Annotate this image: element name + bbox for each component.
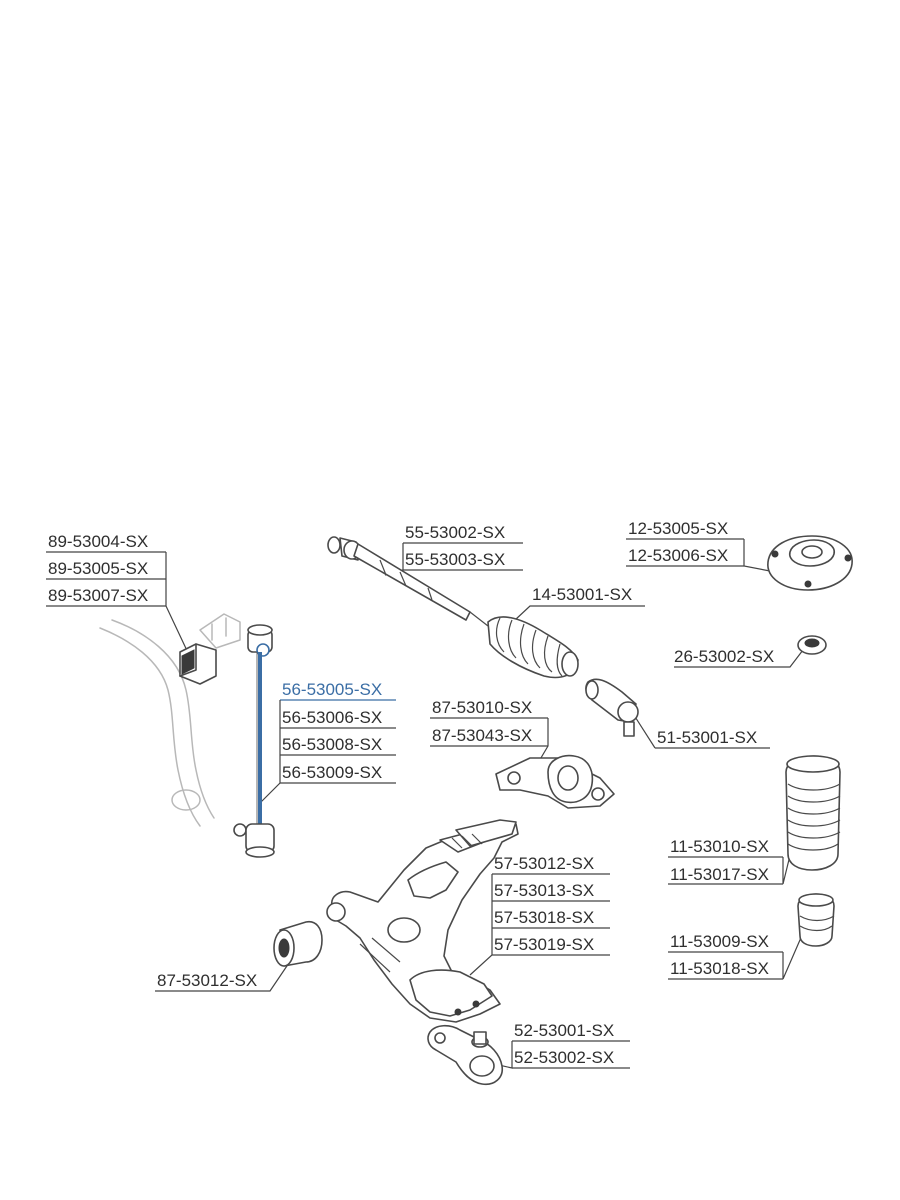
label-14-53001: 14-53001-SX xyxy=(532,585,632,604)
label-89-53005: 89-53005-SX xyxy=(48,559,148,578)
leader-lines xyxy=(46,538,804,1069)
inner-tie-rod xyxy=(327,536,489,627)
label-26-53002: 26-53002-SX xyxy=(674,647,774,666)
label-11-53017: 11-53017-SX xyxy=(670,865,769,884)
small-bump-stop xyxy=(797,893,835,947)
arm-rear-bushing-bracket xyxy=(495,754,615,809)
label-87-53010: 87-53010-SX xyxy=(432,698,532,717)
part-number-labels: 89-53004-SX 89-53005-SX 89-53007-SX 55-5… xyxy=(48,519,774,1067)
stabilizer-bar-ghost xyxy=(99,613,241,827)
label-87-53043: 87-53043-SX xyxy=(432,726,532,745)
tie-rod-end xyxy=(585,678,639,737)
label-89-53004: 89-53004-SX xyxy=(48,532,148,551)
arm-front-bushing xyxy=(273,920,323,967)
label-87-53012: 87-53012-SX xyxy=(157,971,257,990)
strut-top-mount xyxy=(767,535,853,591)
strut-bearing xyxy=(797,635,827,655)
label-56-53009: 56-53009-SX xyxy=(282,763,382,782)
label-52-53001: 52-53001-SX xyxy=(514,1021,614,1040)
steering-boot xyxy=(487,616,579,679)
shock-dust-boot xyxy=(785,755,841,871)
label-12-53006: 12-53006-SX xyxy=(628,546,728,565)
label-57-53012: 57-53012-SX xyxy=(494,854,594,873)
stabilizer-link xyxy=(233,624,275,858)
stabilizer-bushing xyxy=(179,643,217,685)
label-56-53006: 56-53006-SX xyxy=(282,708,382,727)
label-11-53009: 11-53009-SX xyxy=(670,932,769,951)
label-55-53002: 55-53002-SX xyxy=(405,523,505,542)
label-55-53003: 55-53003-SX xyxy=(405,550,505,569)
label-57-53018: 57-53018-SX xyxy=(494,908,594,927)
label-57-53013: 57-53013-SX xyxy=(494,881,594,900)
label-11-53018: 11-53018-SX xyxy=(670,959,769,978)
label-89-53007: 89-53007-SX xyxy=(48,586,148,605)
label-57-53019: 57-53019-SX xyxy=(494,935,594,954)
label-56-53005: 56-53005-SX xyxy=(282,680,382,699)
ball-joint xyxy=(427,1024,504,1086)
label-12-53005: 12-53005-SX xyxy=(628,519,728,538)
label-56-53008: 56-53008-SX xyxy=(282,735,382,754)
label-11-53010: 11-53010-SX xyxy=(670,837,769,856)
lower-control-arm xyxy=(326,819,519,1023)
label-52-53002: 52-53002-SX xyxy=(514,1048,614,1067)
label-51-53001: 51-53001-SX xyxy=(657,728,757,747)
